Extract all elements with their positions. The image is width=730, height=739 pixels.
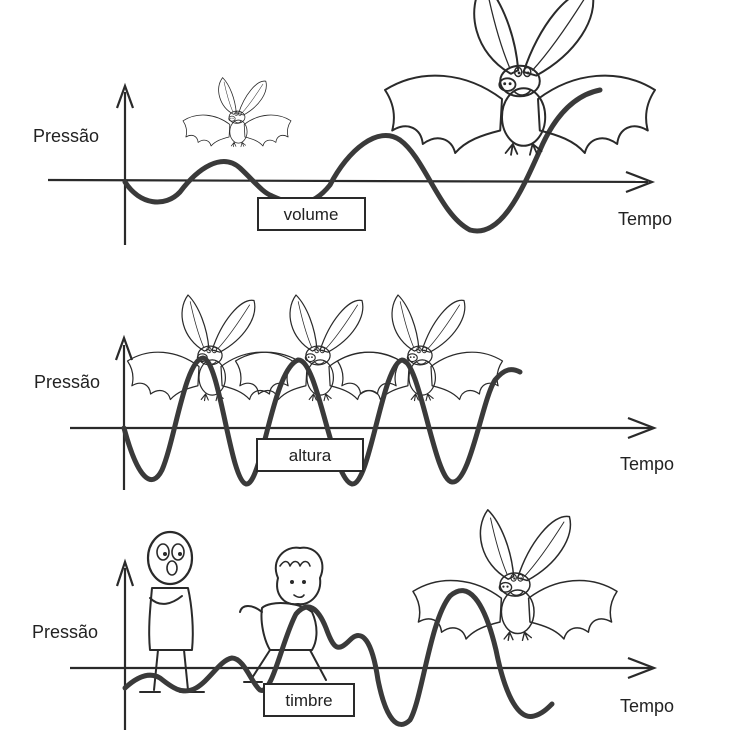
box-label-altura: altura bbox=[289, 446, 332, 465]
y-axis-label: Pressão bbox=[32, 622, 98, 642]
x-axis-label: Tempo bbox=[620, 454, 674, 474]
x-axis bbox=[48, 180, 648, 182]
y-axis-label: Pressão bbox=[34, 372, 100, 392]
large-bat-icon bbox=[385, 0, 655, 155]
bat-icon bbox=[236, 295, 401, 401]
small-bat-icon bbox=[183, 78, 291, 147]
bat-icon bbox=[413, 510, 617, 641]
y-axis-label: Pressão bbox=[33, 126, 99, 146]
panel-altura: Pressão Tempo altura bbox=[34, 295, 674, 490]
x-axis-label: Tempo bbox=[620, 696, 674, 716]
panel-volume: Pressão Tempo volume bbox=[33, 0, 672, 245]
bat-icon bbox=[128, 295, 293, 401]
box-label-timbre: timbre bbox=[285, 691, 332, 710]
x-axis-label: Tempo bbox=[618, 209, 672, 229]
panel-timbre: Pressão Tempo bbox=[32, 510, 674, 730]
box-label-volume: volume bbox=[284, 205, 339, 224]
